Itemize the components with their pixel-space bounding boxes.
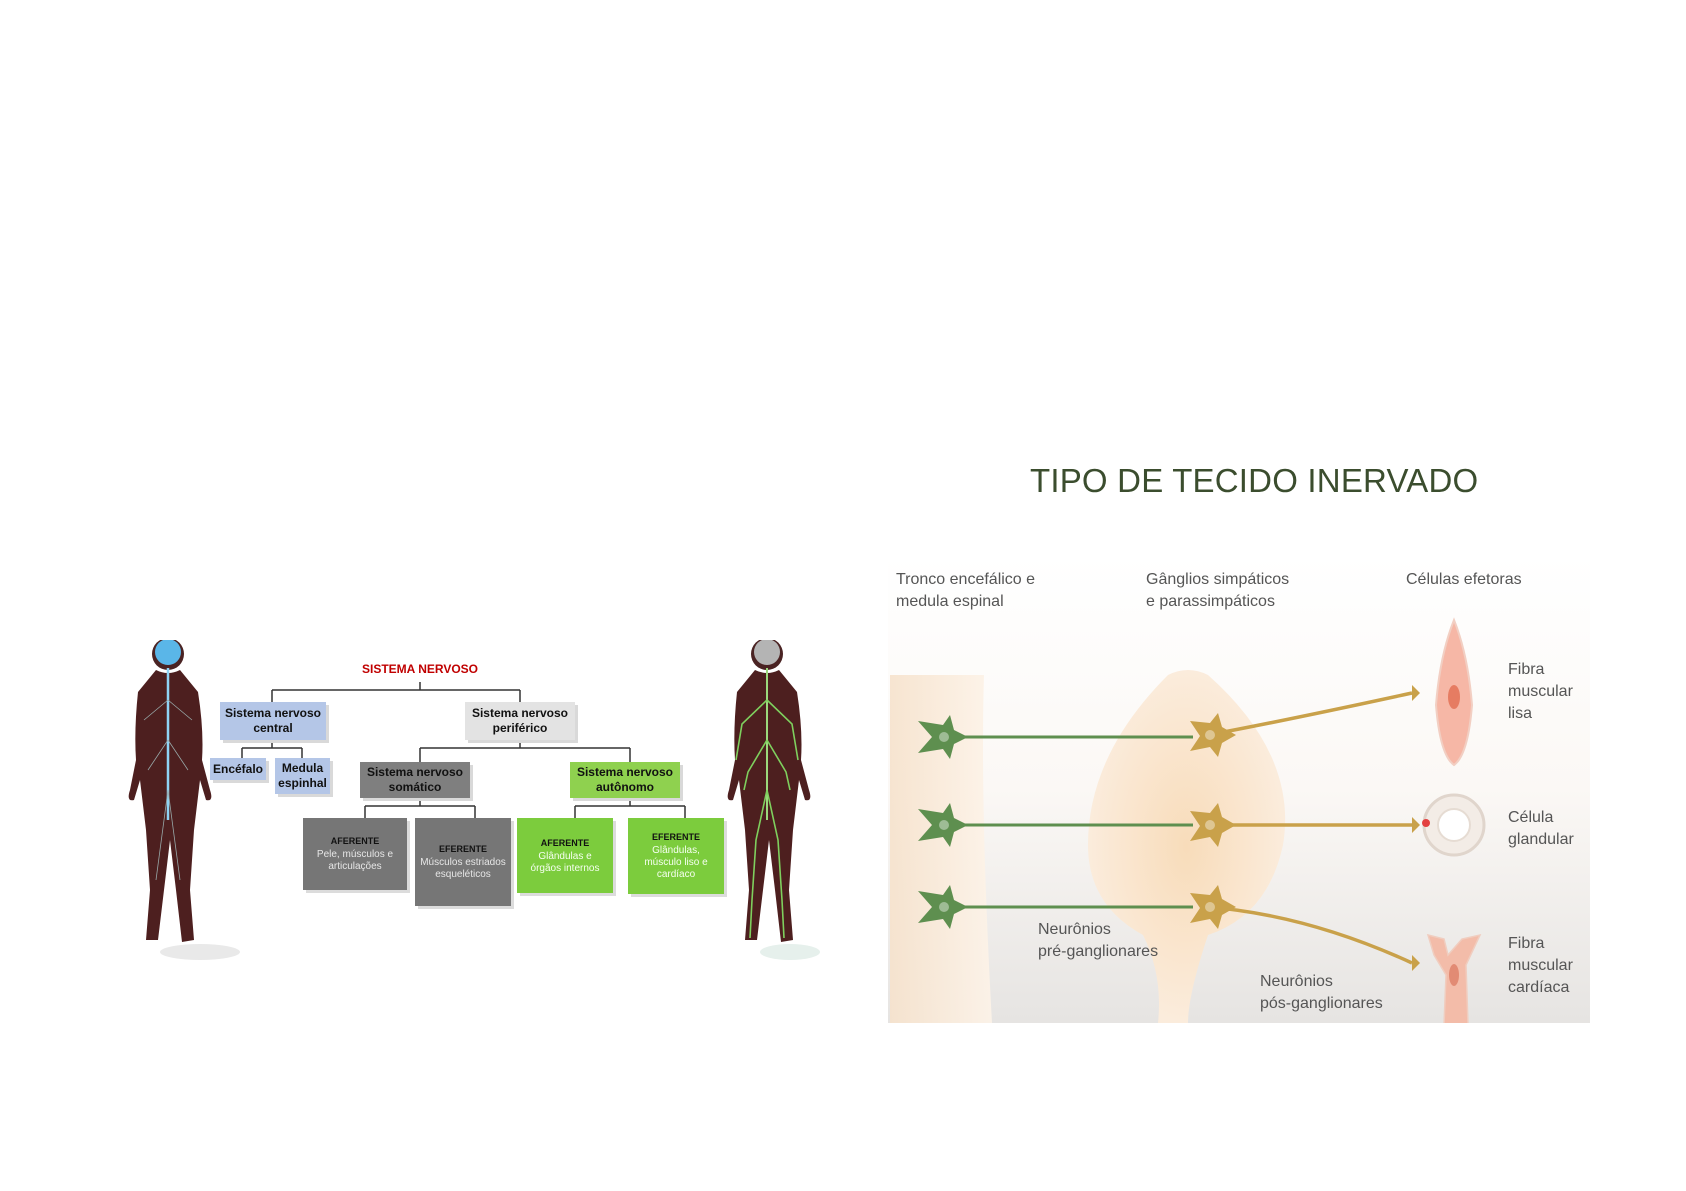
leaf-title: EFERENTE (438, 844, 487, 854)
label-ganglia: Gânglios simpáticos e parassimpáticos (1146, 571, 1290, 610)
leaf-text: Músculos estriados esqueléticos (420, 857, 506, 880)
pns-node: Sistema nervoso periférico (465, 702, 575, 740)
pre-ganglionic-neurons (918, 715, 968, 929)
post-ganglionic-neurons (1190, 685, 1420, 971)
root-title: SISTEMA NERVOSO (361, 662, 479, 676)
leaf-efferent-autonomic: EFERENTE Glândulas, músculo liso e cardí… (628, 818, 724, 894)
somatic-node: Sistema nervoso somático (360, 762, 470, 798)
spinal-cord-node: Medula espinhal (275, 758, 330, 794)
human-figure-pns (727, 640, 820, 960)
label-cardiac-muscle: Fibra muscular cardíaca (1508, 935, 1573, 996)
ganglion-shape (1088, 670, 1286, 1023)
leaf-afferent-somatic: AFERENTE Pele, músculos e articulações (303, 818, 407, 890)
tree-connectors (241, 682, 686, 818)
leaf-afferent-autonomic: AFERENTE Glândulas e órgãos internos (517, 818, 613, 893)
leaf-text: Glândulas, músculo liso e cardíaco (644, 845, 708, 880)
leaf-text: Pele, músculos e articulações (316, 849, 394, 872)
leaf-text: Glândulas e órgãos internos (530, 850, 600, 874)
label-postganglionic: Neurônios pós-ganglionares (1260, 973, 1383, 1012)
root-node: SISTEMA NERVOSO (355, 660, 485, 678)
pre-ganglionic-axons (948, 735, 1193, 909)
label-preganglionic: Neurônios pré-ganglionares (1038, 921, 1159, 960)
label-effector-cells: Células efetoras (1406, 571, 1522, 588)
label-glandular-cell: Célula glandular (1508, 809, 1574, 848)
encephalon-node: Encéfalo (210, 758, 266, 780)
label-smooth-muscle: Fibra muscular lisa (1508, 661, 1573, 722)
autonomic-node: Sistema nervoso autônomo (570, 762, 680, 798)
human-figure-cns (128, 640, 240, 960)
nervous-system-diagram: SISTEMA NERVOSO Sistema nervoso central … (120, 640, 825, 960)
page-title: TIPO DE TECIDO INERVADO (1030, 462, 1479, 499)
innervation-illustration (888, 555, 1590, 1023)
spinal-cord-band (890, 675, 992, 1023)
leaf-title: EFERENTE (651, 832, 700, 842)
leaf-title: AFERENTE (540, 837, 590, 848)
label-brainstem: Tronco encefálico e medula espinal (896, 571, 1036, 610)
diagram-connectors-and-figures (128, 640, 820, 960)
leaf-efferent-somatic: EFERENTE Músculos estriados esqueléticos (415, 818, 511, 906)
leaf-title: AFERENTE (330, 836, 380, 846)
innervation-figure: Tronco encefálico e medula espinal Gângl… (888, 555, 1590, 1023)
cns-node: Sistema nervoso central (220, 702, 326, 740)
